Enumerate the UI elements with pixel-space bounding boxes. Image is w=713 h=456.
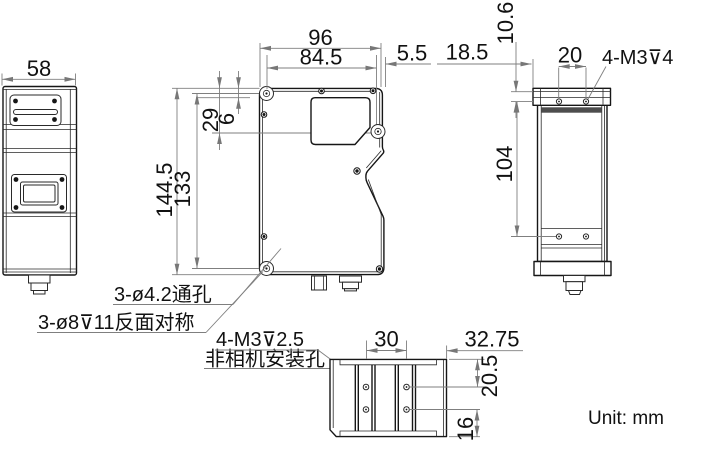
label-m3-holes-text: 4-M3⊽2.5 [216,329,304,351]
lens-window-inner [23,184,56,203]
dim-front-height: 144.5 [152,88,260,276]
label-back-m3-holes: 4-M3⊽4 [587,47,673,100]
dim-bottom-hole-offset-bottom-text: 16 [453,417,478,441]
dim-front-hole-span-text: 84.5 [300,45,343,70]
dim-bottom-hole-offset-top-text: 20.5 [477,355,502,398]
label-m3-holes-note-text: 非相机安装孔 [205,348,325,371]
back-body [536,104,608,263]
dim-back-plate-offset: 10.6 [493,2,533,118]
dim-back-offset: 18.5 [437,40,534,88]
side-connector [28,274,51,295]
mount-rails [354,364,417,431]
dim-back-hole-span-v-text: 104 [492,146,517,183]
lens-screws [13,177,65,210]
label-counterbore-holes: 3-ø8⊽11反面对称 [37,271,264,334]
bottom-view: 30 32.75 20.5 16 [329,327,523,441]
dim-front-width: 96 [259,25,382,87]
dim-front-hole-drop: 29 [172,71,260,150]
front-connectors [311,275,362,292]
plate-screws [13,98,57,122]
front-screws [260,87,384,273]
dim-back-plate-offset-text: 10.6 [493,2,518,45]
front-view: 96 84.5 5.5 29 6 [37,25,431,385]
dim-bottom-hole-offset-bottom: 16 [449,409,480,441]
label-through-holes-text: 3-ø4.2通孔 [114,283,212,306]
dim-back-hole-span-h-text: 20 [558,43,582,68]
counterbore-hole-top-left [259,86,274,101]
dim-front-hole-drop-text: 29 [198,108,223,132]
dim-front-window-drop-text: 6 [214,113,239,125]
dim-back-hole-span-v: 104 [492,101,520,237]
dim-bottom-edge-offset-text: 32.75 [464,327,519,352]
dim-side-width: 58 [1,56,76,86]
back-top-plate [532,87,612,107]
counterbore-hole-right [370,124,386,139]
dim-bottom-hole-offset-top: 20.5 [449,355,502,398]
label-back-m3-holes-text: 4-M3⊽4 [602,47,673,69]
unit-note: Unit: mm [588,408,664,429]
dim-bottom-hole-span-text: 30 [374,327,398,352]
dim-front-hole-span: 84.5 [266,45,377,89]
dim-front-height-text: 144.5 [152,162,177,217]
dim-front-width-text: 96 [308,25,332,50]
dim-bottom-edge-offset: 32.75 [446,327,523,359]
dim-front-hole-span-v-text: 133 [170,171,195,208]
front-window-cutout [310,97,371,146]
laser-slot [13,109,58,115]
dim-front-hole-span-v: 133 [170,93,200,269]
dim-front-window-drop: 6 [214,71,241,125]
back-view: 18.5 10.6 20 4-M3⊽4 104 [437,2,673,295]
dim-back-hole-span-h: 20 [558,43,587,99]
back-bottom-plate [533,260,612,277]
back-top-band [541,107,602,113]
label-counterbore-holes-text: 3-ø8⊽11反面对称 [38,311,195,334]
dim-front-edge-offset-text: 5.5 [397,41,428,66]
bottom-body [329,358,448,438]
left-side-view: 58 [1,56,78,295]
bottom-m3-holes [362,383,410,413]
dim-front-edge-offset: 5.5 [385,41,431,87]
dim-bottom-hole-span: 30 [366,327,407,359]
back-connector [563,275,586,295]
dim-back-offset-text: 18.5 [446,40,489,65]
dim-side-width-text: 58 [27,56,51,81]
